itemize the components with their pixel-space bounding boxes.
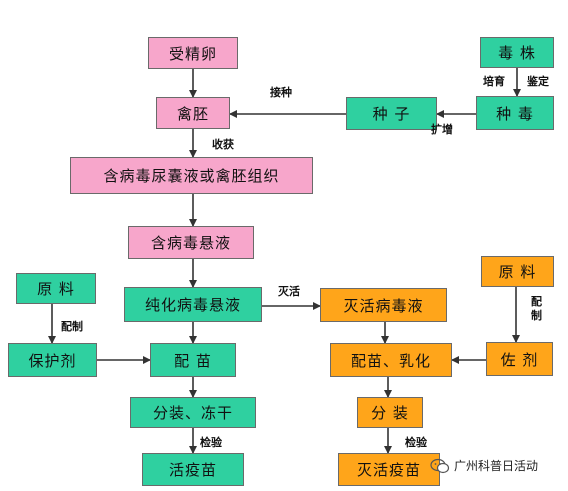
box-raw-material-left: 原 料	[16, 273, 96, 304]
box-prep-vaccine-live: 配 苗	[150, 343, 236, 377]
wechat-icon	[430, 458, 450, 473]
box-protectant: 保护剂	[8, 343, 97, 377]
label-inactivate: 灭活	[278, 285, 300, 298]
box-split-freeze-dry: 分装、冻干	[130, 397, 256, 428]
watermark: 广州科普日活动	[430, 457, 538, 474]
box-inactivated-virus: 灭活病毒液	[320, 288, 447, 322]
label-cultivate: 培育	[483, 75, 505, 88]
box-virus-strain: 毒 株	[480, 37, 554, 68]
label-formulate-right: 配制	[531, 295, 542, 322]
box-fertilized-egg: 受精卵	[148, 37, 238, 69]
box-poultry-embryo: 禽胚	[156, 97, 230, 129]
box-adjuvant: 佐 剂	[486, 342, 553, 376]
label-formulate-left: 配制	[61, 320, 83, 333]
box-allantoic-fluid: 含病毒尿囊液或禽胚组织	[70, 157, 313, 194]
box-virus-suspension: 含病毒悬液	[128, 226, 254, 259]
label-inoculate: 接种	[270, 86, 292, 99]
label-inspect-left: 检验	[200, 436, 222, 449]
box-split: 分 装	[357, 397, 423, 428]
label-inspect-right: 检验	[405, 436, 427, 449]
box-seed-virus: 种 毒	[476, 96, 554, 130]
label-harvest: 收获	[212, 138, 234, 151]
box-prep-emulsify: 配苗、乳化	[330, 343, 452, 377]
label-identify: 鉴定	[527, 75, 549, 88]
box-raw-material-right: 原 料	[481, 256, 554, 287]
box-seed: 种 子	[346, 97, 437, 130]
box-live-vaccine: 活疫苗	[142, 453, 244, 486]
label-expand: 扩增	[431, 123, 453, 136]
box-inactivated-vaccine: 灭活疫苗	[338, 453, 440, 486]
box-purified-virus: 纯化病毒悬液	[124, 287, 262, 322]
watermark-text: 广州科普日活动	[454, 459, 539, 473]
